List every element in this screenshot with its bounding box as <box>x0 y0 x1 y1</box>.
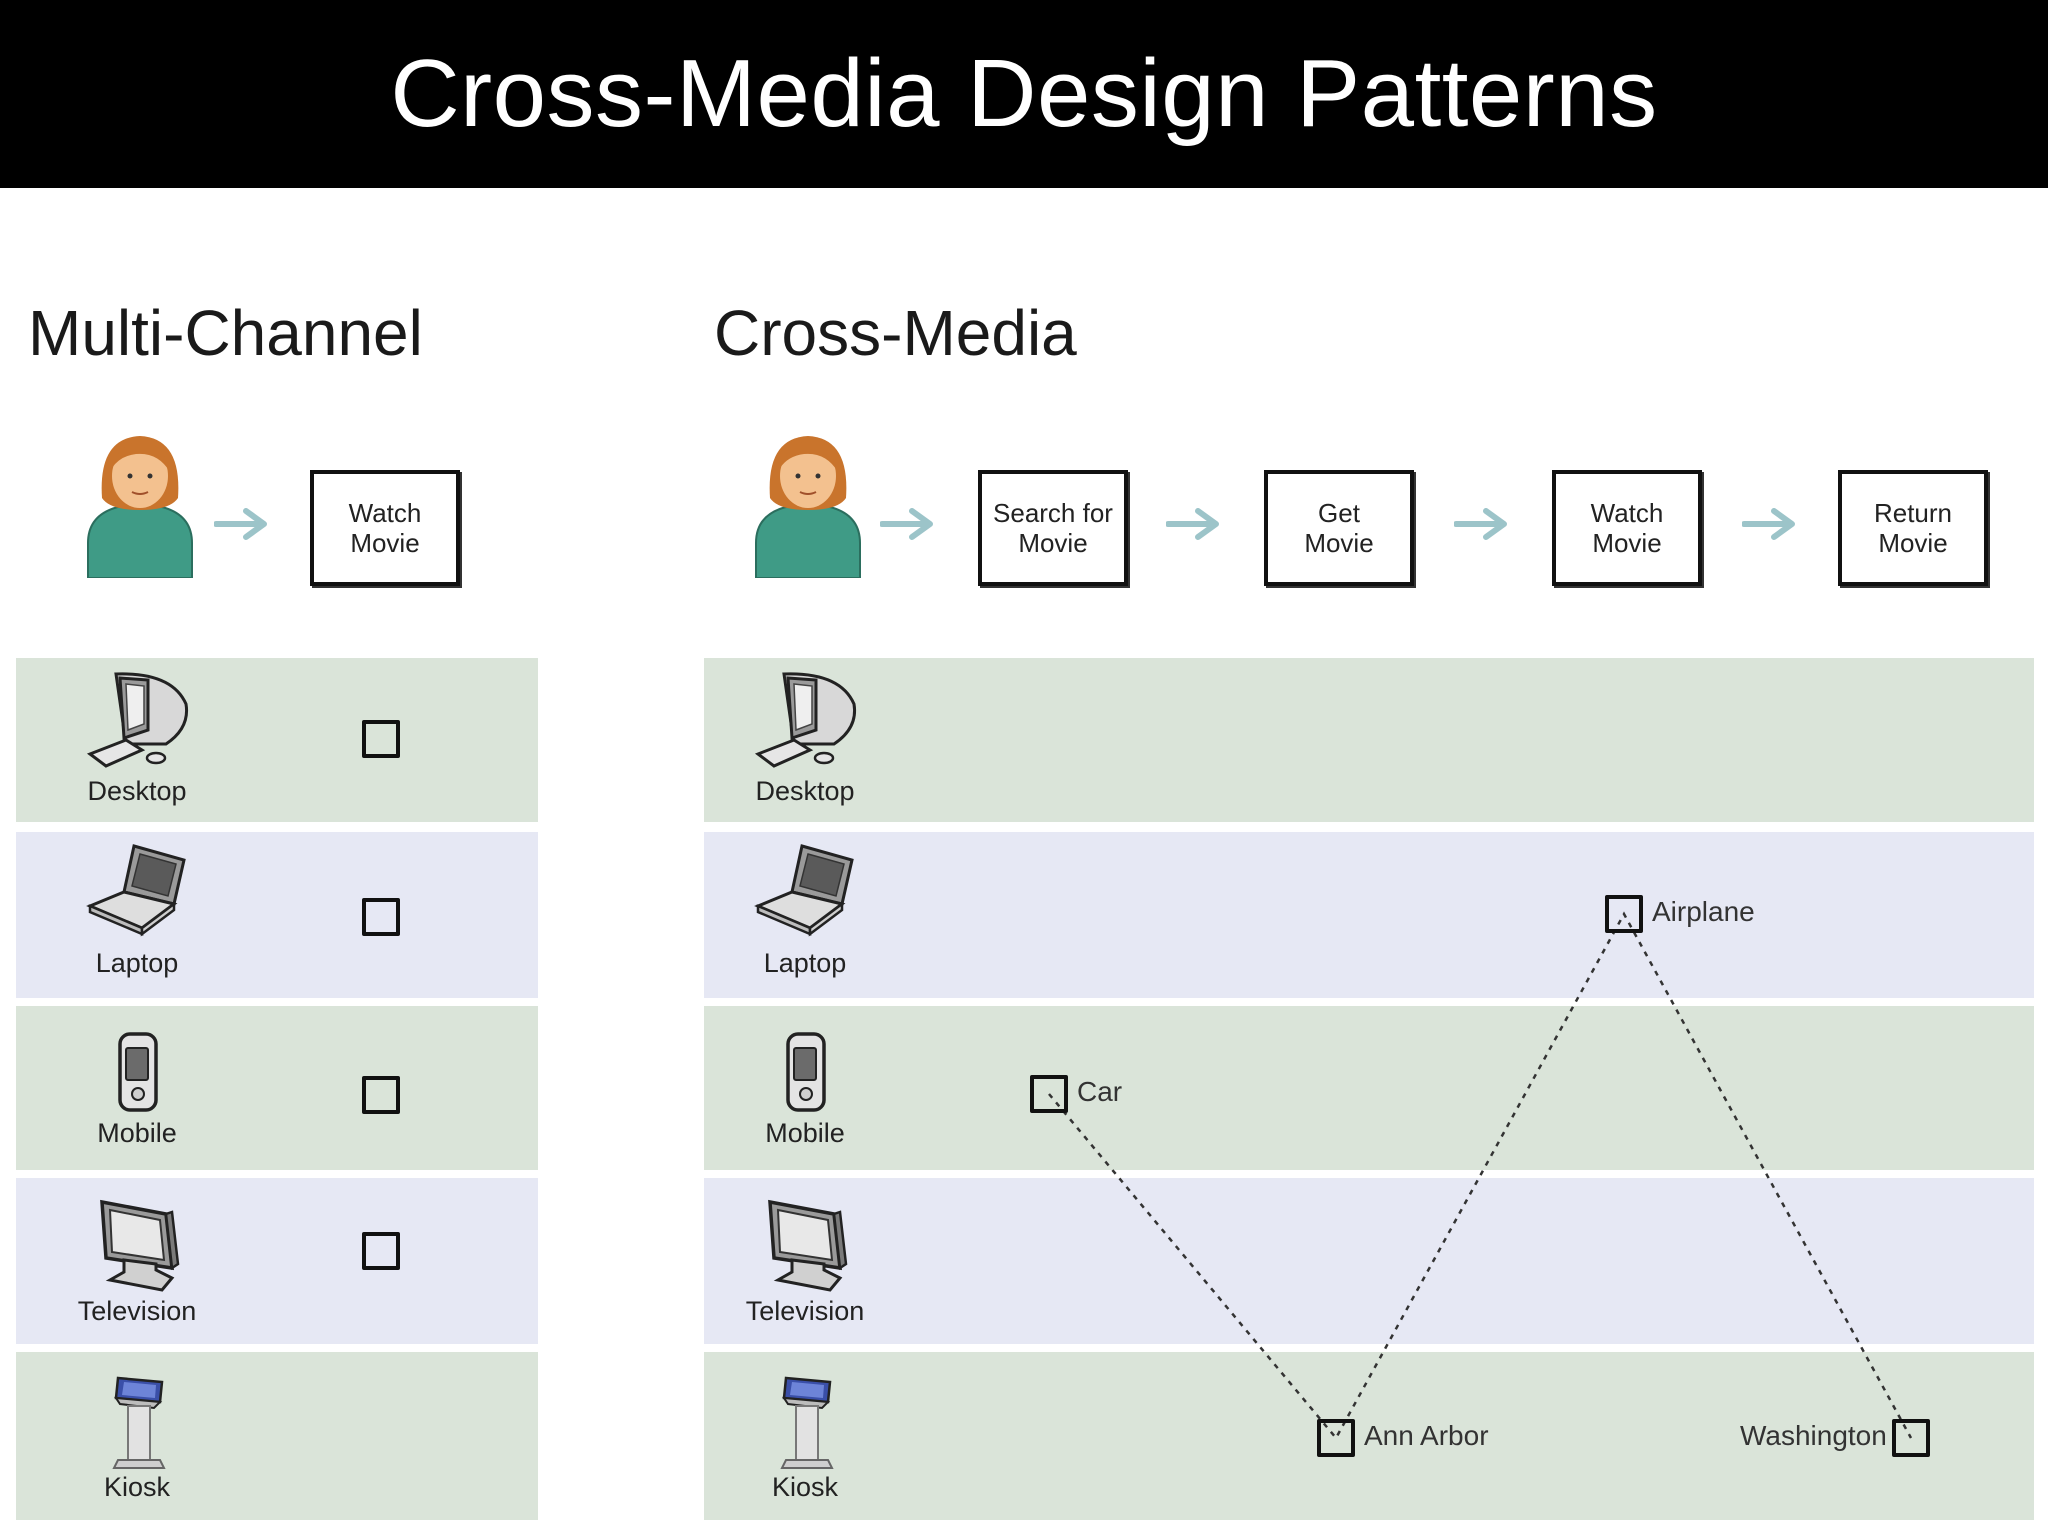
journey-label-car: Car <box>1077 1076 1123 1107</box>
mobile-icon <box>118 1032 158 1112</box>
device-label-desktop: Desktop <box>755 776 855 806</box>
page-title: Cross-Media Design Patterns <box>390 40 1658 147</box>
arrow-right-icon <box>1742 508 1795 540</box>
channel-marker <box>362 1232 400 1270</box>
laptop-icon <box>754 844 854 937</box>
device-label-television: Television <box>745 1296 865 1326</box>
multi-channel-heading: Multi-Channel <box>28 297 423 369</box>
step-watch-movie: Watch Movie <box>1552 470 1702 586</box>
journey-point-car <box>1030 1075 1068 1113</box>
mobile-icon <box>786 1032 826 1112</box>
arrow-right-icon <box>880 508 933 540</box>
left-band-kiosk <box>16 1352 538 1520</box>
arrow-right-icon <box>1166 508 1219 540</box>
device-label-mobile: Mobile <box>765 1118 845 1148</box>
television-icon <box>100 1199 180 1292</box>
channel-marker <box>362 1076 400 1114</box>
device-label-mobile: Mobile <box>97 1118 177 1148</box>
laptop-icon <box>86 844 186 937</box>
device-label-television: Television <box>77 1296 197 1326</box>
journey-label-washington: Washington <box>1740 1420 1887 1451</box>
step-return-movie: Return Movie <box>1838 470 1988 586</box>
device-label-kiosk: Kiosk <box>771 1472 839 1502</box>
cross-media-heading: Cross-Media <box>714 297 1077 369</box>
journey-label-ann-arbor: Ann Arbor <box>1364 1420 1489 1451</box>
person-icon <box>87 436 193 578</box>
channel-marker <box>362 720 400 758</box>
device-label-laptop: Laptop <box>95 948 179 978</box>
kiosk-icon <box>780 1376 834 1469</box>
device-label-laptop: Laptop <box>763 948 847 978</box>
journey-point-ann-arbor <box>1317 1419 1355 1457</box>
device-label-kiosk: Kiosk <box>103 1472 171 1502</box>
title-bar: Cross-Media Design Patterns <box>0 0 2048 188</box>
left-band-desktop <box>16 658 538 822</box>
journey-label-airplane: Airplane <box>1652 896 1755 927</box>
television-icon <box>768 1199 848 1292</box>
left-band-mobile <box>16 1006 538 1170</box>
journey-point-airplane <box>1605 895 1643 933</box>
step-get-movie: Get Movie <box>1264 470 1414 586</box>
step-search-for-movie: Search for Movie <box>978 470 1128 586</box>
channel-marker <box>362 898 400 936</box>
arrow-right-icon <box>214 508 267 540</box>
arrow-right-icon <box>1454 508 1507 540</box>
right-band-desktop <box>704 658 2034 822</box>
desktop-icon <box>754 672 857 768</box>
kiosk-icon <box>112 1376 166 1469</box>
desktop-icon <box>86 672 189 768</box>
person-icon <box>755 436 861 578</box>
step-watch-movie: Watch Movie <box>310 470 460 586</box>
device-label-desktop: Desktop <box>87 776 187 806</box>
journey-point-washington <box>1892 1419 1930 1457</box>
